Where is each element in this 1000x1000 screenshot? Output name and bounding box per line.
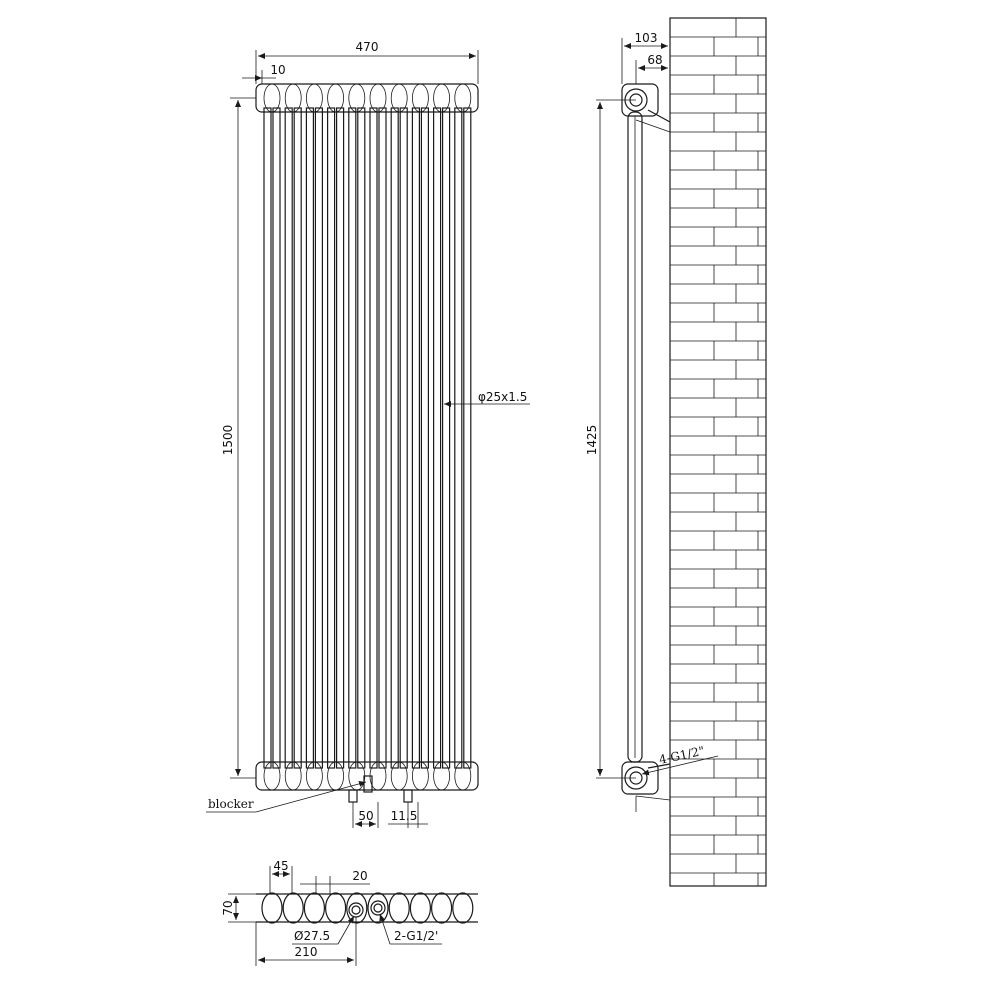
- header-section-bottom: [390, 761, 408, 791]
- header-section-bottom: [305, 761, 323, 791]
- dim-depth-pipe-label: 68: [647, 53, 662, 67]
- column-section: [261, 892, 283, 924]
- inlet-stub-left: [348, 789, 358, 803]
- tube-rear: [463, 107, 472, 769]
- dim-tube-label: φ25x1.5: [478, 390, 527, 404]
- thread-label: 4-G1/2": [658, 744, 706, 767]
- tube-rear: [399, 107, 408, 769]
- tube-rear: [378, 107, 387, 769]
- header-section-bottom: [411, 761, 429, 791]
- dim-height-label: 1500: [221, 425, 235, 456]
- connection-hole-right: [370, 900, 386, 916]
- bracket-bottom: [647, 763, 671, 769]
- header-section-bottom: [433, 761, 451, 791]
- dim-gap-label: 20: [352, 869, 367, 883]
- dim-hole-label: Ø27.5: [294, 929, 330, 943]
- dim-column-pitch-label: 45: [273, 859, 288, 873]
- blocker-leader: [255, 780, 367, 813]
- tube-front: [369, 107, 378, 769]
- bottom-columns: [261, 892, 474, 924]
- thread-leader: [641, 755, 719, 776]
- tube-rear: [442, 107, 451, 769]
- tube-rear: [336, 107, 345, 769]
- bottom-header: [255, 761, 479, 791]
- tube-front: [284, 107, 293, 769]
- dim-pipe-spacing-label: 50: [358, 809, 373, 823]
- tube-front: [327, 107, 336, 769]
- header-section-top: [348, 83, 366, 113]
- column-section: [409, 892, 431, 924]
- column-section: [452, 892, 474, 924]
- brick-courses: [670, 18, 766, 886]
- header-section-bottom: [263, 761, 281, 791]
- column-section: [325, 892, 347, 924]
- side-view: 103 68 1425 4-G1/2": [585, 17, 767, 887]
- column-section: [431, 892, 453, 924]
- header-section-top: [369, 83, 387, 113]
- tube-front: [433, 107, 442, 769]
- inlet-stub-right: [403, 789, 413, 803]
- connection-hole-left: [348, 902, 364, 918]
- blocker-label: blocker: [208, 797, 254, 811]
- front-tubes: [263, 83, 472, 791]
- tube-rear: [314, 107, 323, 769]
- tube-rear: [293, 107, 302, 769]
- header-section-top: [327, 83, 345, 113]
- dim-connection-label: 2-G1/2': [394, 929, 438, 943]
- dim-bottom-offset-label: 210: [295, 945, 318, 959]
- tube-rear: [272, 107, 281, 769]
- dim-offset-label: 11.5: [391, 809, 418, 823]
- column-section: [303, 892, 325, 924]
- header-section-top: [263, 83, 281, 113]
- header-section-top: [390, 83, 408, 113]
- brick-wall: [669, 17, 767, 887]
- front-view: 470 10 1500 φ25x1.5 blocker 50 11.5: [206, 40, 530, 828]
- dim-depth-label: 70: [221, 900, 235, 915]
- tube-rear: [420, 107, 429, 769]
- dim-depth-total-label: 103: [635, 31, 658, 45]
- header-section-top: [284, 83, 302, 113]
- column-section: [282, 892, 304, 924]
- header-section-top: [305, 83, 323, 113]
- dim-spacing-label: 10: [270, 63, 285, 77]
- header-section-bottom: [284, 761, 302, 791]
- tube-front: [411, 107, 420, 769]
- header-section-bottom: [327, 761, 345, 791]
- header-section-top: [411, 83, 429, 113]
- dim-centers-label: 1425: [585, 425, 599, 456]
- header-section-bottom: [454, 761, 472, 791]
- header-section-top: [433, 83, 451, 113]
- bottom-view: 45 20 70 Ø27.5 2-G1/2' 210: [221, 859, 478, 966]
- column-section: [388, 892, 410, 924]
- tube-front: [305, 107, 314, 769]
- hole-leader: [337, 915, 355, 945]
- bracket-top: [647, 109, 671, 123]
- tube-front: [348, 107, 357, 769]
- connection-leader: [379, 913, 391, 945]
- tube-front: [454, 107, 463, 769]
- header-section-top: [454, 83, 472, 113]
- column-section: [367, 892, 389, 924]
- tube-front: [390, 107, 399, 769]
- tube-front: [263, 107, 272, 769]
- dim-width-label: 470: [356, 40, 379, 54]
- column-section: [346, 892, 368, 924]
- tube-rear: [357, 107, 366, 769]
